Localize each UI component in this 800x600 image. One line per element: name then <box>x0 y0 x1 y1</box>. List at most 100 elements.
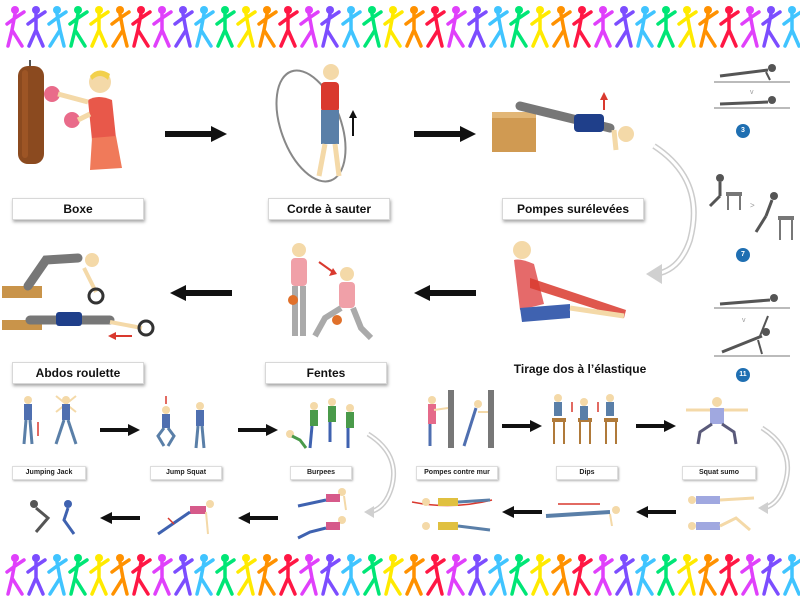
jump-squat-illustration <box>156 396 206 449</box>
silhouette-figure-icon <box>635 6 656 48</box>
label-burpees: Burpees <box>290 466 352 480</box>
pompes-surelevees-illustration <box>492 92 634 152</box>
silhouette-figure-icon <box>320 6 341 48</box>
silhouette-figure-icon <box>509 6 530 48</box>
label-boxe: Boxe <box>12 198 144 220</box>
arrow-right-icon <box>100 424 140 436</box>
silhouette-figure-icon <box>173 6 194 48</box>
silhouette-figure-icon <box>47 6 68 48</box>
silhouette-figure-icon <box>761 554 782 596</box>
silhouette-figure-icon <box>110 554 131 596</box>
silhouette-figure-icon <box>152 554 173 596</box>
silhouette-figure-icon <box>26 6 47 48</box>
silhouette-figure-icon <box>173 554 194 596</box>
silhouette-figure-icon <box>698 6 719 48</box>
silhouette-figure-icon <box>530 6 551 48</box>
silhouette-figure-icon <box>551 6 572 48</box>
silhouette-figure-icon <box>635 554 656 596</box>
silhouette-figure-icon <box>404 554 425 596</box>
silhouette-figure-icon <box>257 6 278 48</box>
silhouette-figure-icon <box>404 6 425 48</box>
arrow-right-icon <box>165 126 227 142</box>
pompes-mur-illustration <box>428 390 494 448</box>
silhouette-figure-icon <box>572 554 593 596</box>
silhouette-figure-icon <box>131 554 152 596</box>
silhouette-figure-icon <box>467 554 488 596</box>
silhouette-band-top-icon <box>0 0 800 52</box>
silhouette-figure-icon <box>761 6 782 48</box>
label-abdos-roulette: Abdos roulette <box>12 362 144 384</box>
silhouette-figure-icon <box>698 554 719 596</box>
silhouette-figure-icon <box>782 554 800 596</box>
jumping-jack-illustration <box>22 395 78 445</box>
svg-text:v: v <box>742 317 746 324</box>
silhouette-figure-icon <box>299 6 320 48</box>
side-plank-arm-sequence-illustration: v <box>714 294 790 357</box>
silhouette-figure-icon <box>68 554 89 596</box>
silhouette-figure-icon <box>740 6 761 48</box>
silhouette-figure-icon <box>383 6 404 48</box>
step-badge-7: 7 <box>736 248 750 262</box>
silhouette-figure-icon <box>68 6 89 48</box>
plank-band-illustration <box>545 503 620 527</box>
silhouette-figure-icon <box>719 6 740 48</box>
corde-illustration <box>275 64 357 183</box>
squat-thrust-illustration <box>30 500 76 535</box>
arrow-left-icon <box>636 506 676 518</box>
silhouette-figure-icon <box>614 6 635 48</box>
silhouette-figure-icon <box>152 6 173 48</box>
tirage-dos-illustration <box>513 241 626 322</box>
pushup-illustration <box>157 500 214 536</box>
arrow-left-icon <box>170 285 232 301</box>
silhouette-figure-icon <box>593 6 614 48</box>
silhouette-figure-icon <box>215 6 236 48</box>
silhouette-figure-icon <box>278 554 299 596</box>
silhouette-figure-icon <box>362 6 383 48</box>
silhouette-figure-icon <box>740 554 761 596</box>
silhouette-figure-icon <box>236 554 257 596</box>
label-jumping-jack: Jumping Jack <box>12 466 86 480</box>
boxe-illustration <box>18 60 122 170</box>
label-corde: Corde à sauter <box>268 198 390 220</box>
silhouette-figure-icon <box>320 554 341 596</box>
silhouette-figure-icon <box>530 554 551 596</box>
silhouette-figure-icon <box>719 554 740 596</box>
silhouette-figure-icon <box>488 6 509 48</box>
silhouette-figure-icon <box>47 554 68 596</box>
arrow-left-icon <box>414 285 476 301</box>
silhouette-figure-icon <box>572 6 593 48</box>
arrow-left-icon <box>238 512 278 524</box>
side-dips-sequence-illustration: > <box>708 174 794 240</box>
curved-arrow-down-icon <box>758 425 791 514</box>
superman-illustration <box>411 498 493 532</box>
silhouette-figure-icon <box>551 554 572 596</box>
arrow-right-icon <box>414 126 476 142</box>
silhouette-figure-icon <box>656 554 677 596</box>
label-squat-sumo: Squat sumo <box>682 466 756 480</box>
step-badge-11: 11 <box>736 368 750 382</box>
silhouette-figure-icon <box>131 6 152 48</box>
svg-text:>: > <box>750 201 755 210</box>
mountain-climber-illustration <box>297 488 347 540</box>
arrow-right-icon <box>238 424 278 436</box>
dips-illustration <box>552 394 618 444</box>
silhouette-band-bottom-icon <box>0 548 800 600</box>
decorative-band-bottom <box>0 548 800 600</box>
silhouette-figure-icon <box>194 6 215 48</box>
label-tirage-dos: Tirage dos à l’élastique <box>513 362 647 376</box>
curved-arrow-down-icon <box>646 143 697 284</box>
silhouette-figure-icon <box>89 6 110 48</box>
silhouette-figure-icon <box>257 554 278 596</box>
silhouette-figure-icon <box>5 554 26 596</box>
silhouette-figure-icon <box>215 554 236 596</box>
silhouette-figure-icon <box>677 554 698 596</box>
decorative-band-top <box>0 0 800 52</box>
silhouette-figure-icon <box>299 554 320 596</box>
label-jump-squat: Jump Squat <box>150 466 222 480</box>
silhouette-figure-icon <box>278 6 299 48</box>
arrow-right-icon <box>636 420 676 432</box>
silhouette-figure-icon <box>341 554 362 596</box>
label-fentes: Fentes <box>265 362 387 384</box>
side-plank-sequence-illustration: v <box>714 64 790 109</box>
silhouette-figure-icon <box>509 554 530 596</box>
